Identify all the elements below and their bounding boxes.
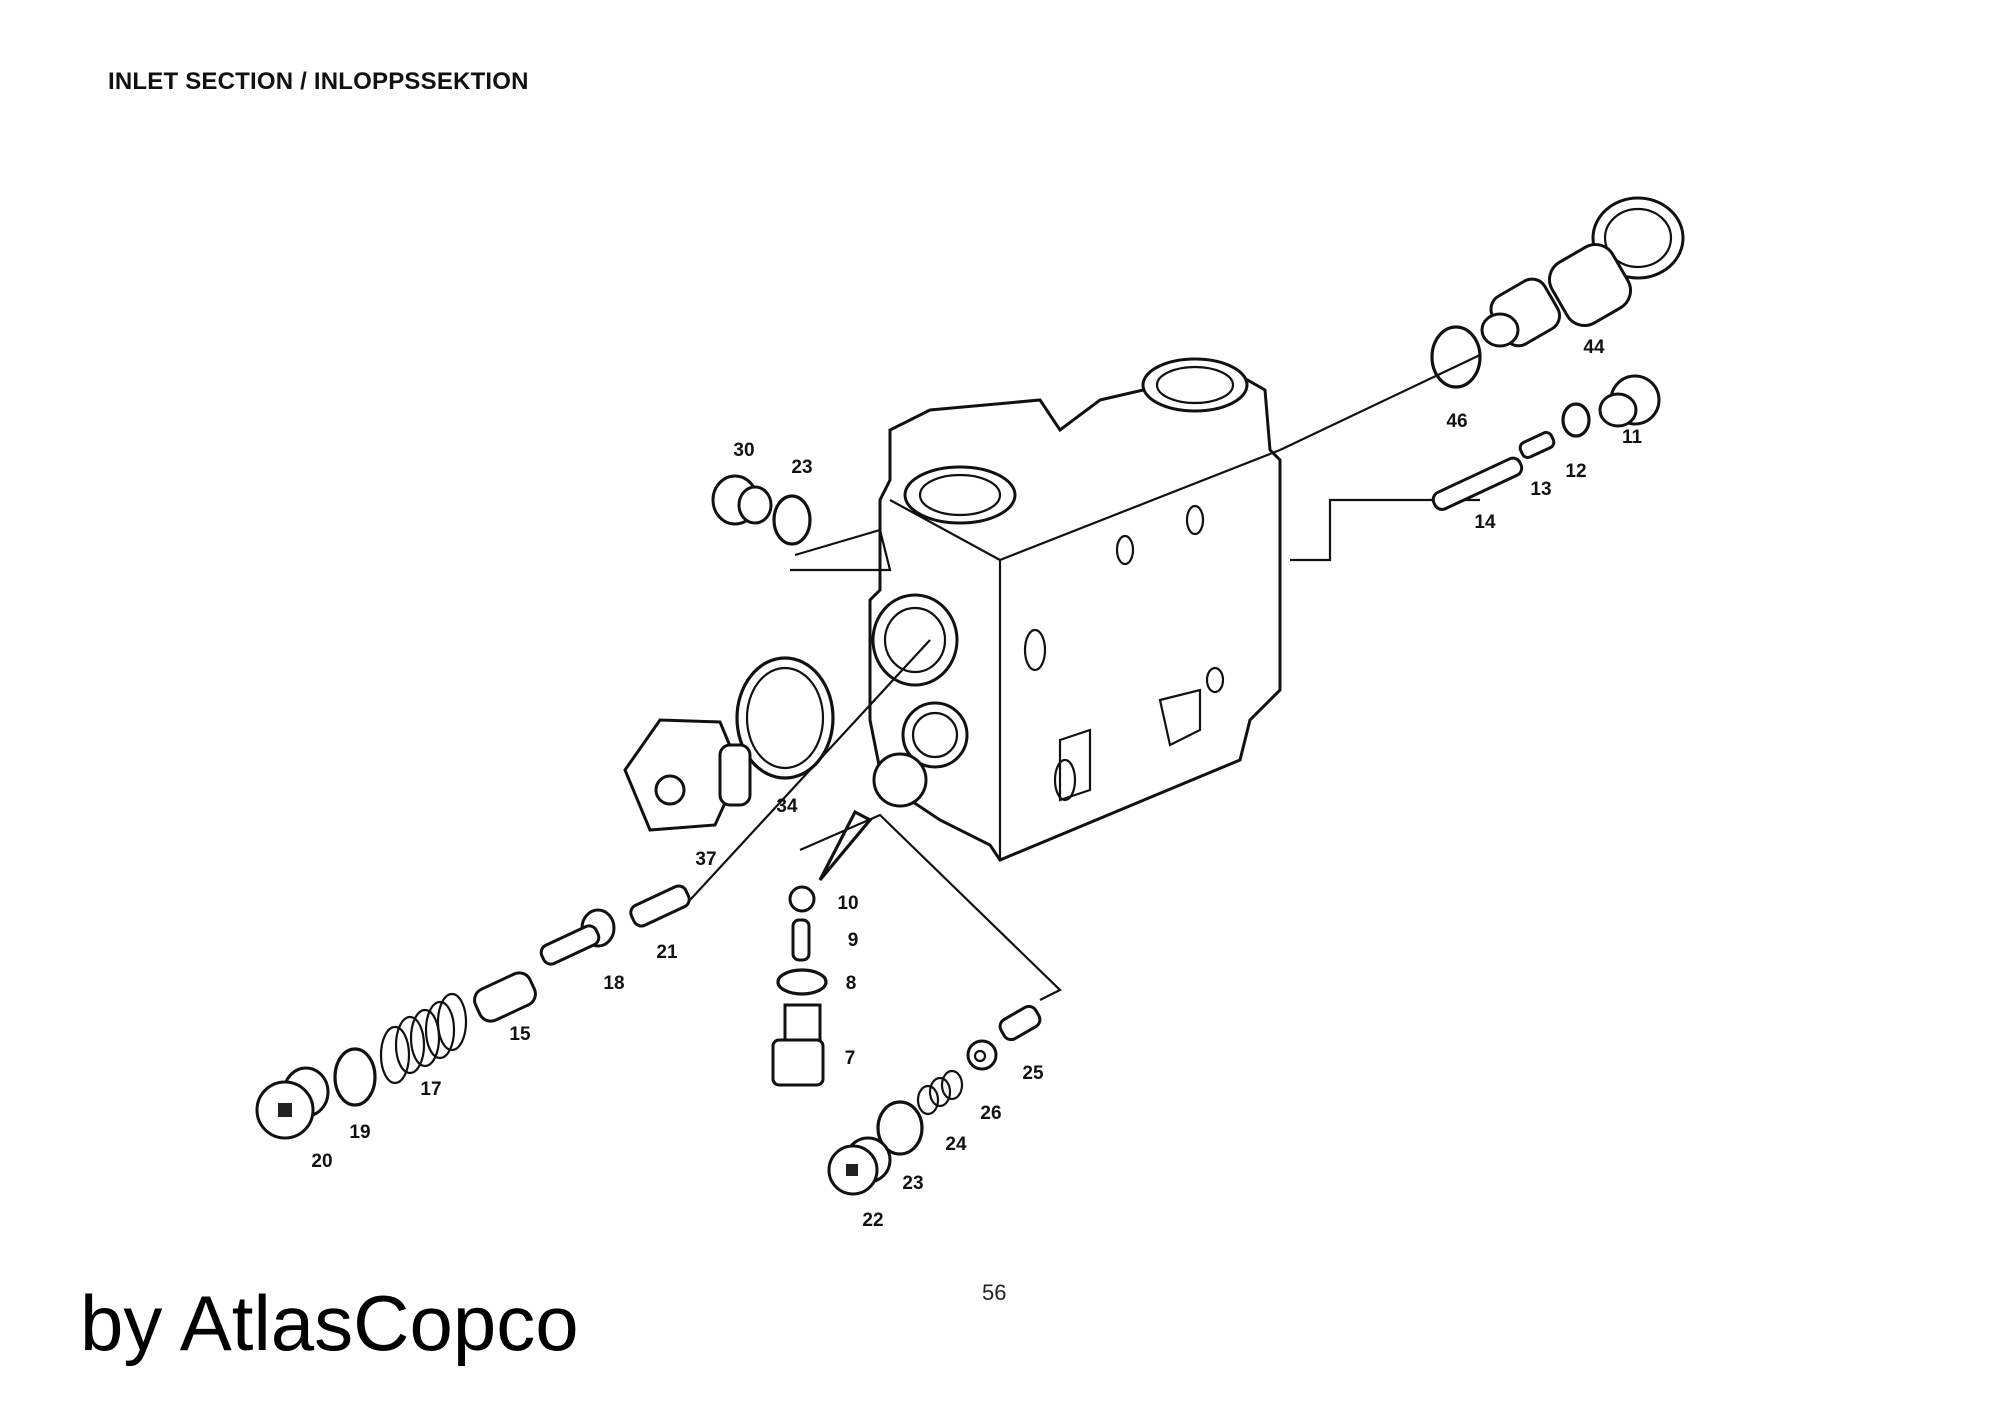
- part-9-spring: [791, 918, 811, 962]
- callout-labels: 30 23 44 46 11 12 13 14 34 37 10 9 8 7 2…: [311, 337, 1642, 1231]
- callout-22: 22: [862, 1210, 883, 1231]
- part-25-valve: [998, 1004, 1042, 1042]
- part-8-seal: [776, 968, 828, 996]
- part-26-washer: [966, 1039, 998, 1071]
- callout-19: 19: [349, 1122, 370, 1143]
- valve-body: [868, 357, 1282, 862]
- part-22-plug: [827, 1136, 892, 1196]
- brand-watermark: by AtlasCopco: [80, 1279, 579, 1367]
- part-12-o-ring: [1561, 402, 1591, 438]
- part-30-plug: [711, 474, 773, 526]
- callout-9: 9: [848, 930, 859, 951]
- callout-23-lower: 23: [902, 1173, 923, 1194]
- callout-44: 44: [1583, 337, 1605, 358]
- callout-37: 37: [695, 849, 716, 870]
- part-23-seal: [772, 494, 812, 546]
- callout-10: 10: [837, 893, 858, 914]
- part-11-plug: [1598, 374, 1661, 428]
- part-13-spring: [1518, 431, 1556, 459]
- page-title: INLET SECTION / INLOPPSSEKTION: [108, 68, 529, 95]
- part-18-piston: [539, 908, 616, 966]
- part-34-seal: [735, 656, 835, 780]
- callout-26: 26: [980, 1103, 1001, 1124]
- callout-23: 23: [791, 457, 812, 478]
- part-46-o-ring: [1430, 325, 1482, 389]
- part-37-plug: [623, 718, 752, 832]
- callout-34: 34: [776, 796, 798, 817]
- callout-21: 21: [656, 942, 678, 963]
- part-14-spool: [1431, 456, 1524, 511]
- part-17-spring: [379, 992, 468, 1085]
- part-19-o-ring: [333, 1047, 377, 1107]
- callout-15: 15: [509, 1024, 531, 1045]
- callout-13: 13: [1530, 479, 1551, 500]
- part-21-poppet: [629, 884, 691, 928]
- part-15-sleeve: [473, 971, 537, 1023]
- callout-14: 14: [1474, 512, 1496, 533]
- callout-7: 7: [845, 1048, 856, 1069]
- part-24-spring: [916, 1069, 964, 1116]
- part-23-seal-lower: [876, 1100, 924, 1156]
- page-number: 56: [982, 1280, 1007, 1305]
- part-20-plug: [255, 1066, 330, 1140]
- part-44-relief-valve: [1480, 196, 1685, 348]
- callout-17: 17: [420, 1079, 441, 1100]
- callout-46: 46: [1446, 411, 1467, 432]
- callout-12: 12: [1565, 461, 1586, 482]
- callout-18: 18: [603, 973, 624, 994]
- part-7-seat: [771, 1003, 825, 1087]
- callout-20: 20: [311, 1151, 332, 1172]
- part-10-ball: [788, 885, 816, 913]
- callout-25: 25: [1022, 1063, 1044, 1084]
- callout-30: 30: [733, 440, 754, 461]
- callout-11: 11: [1622, 427, 1643, 448]
- callout-8: 8: [846, 973, 857, 994]
- callout-24: 24: [945, 1134, 967, 1155]
